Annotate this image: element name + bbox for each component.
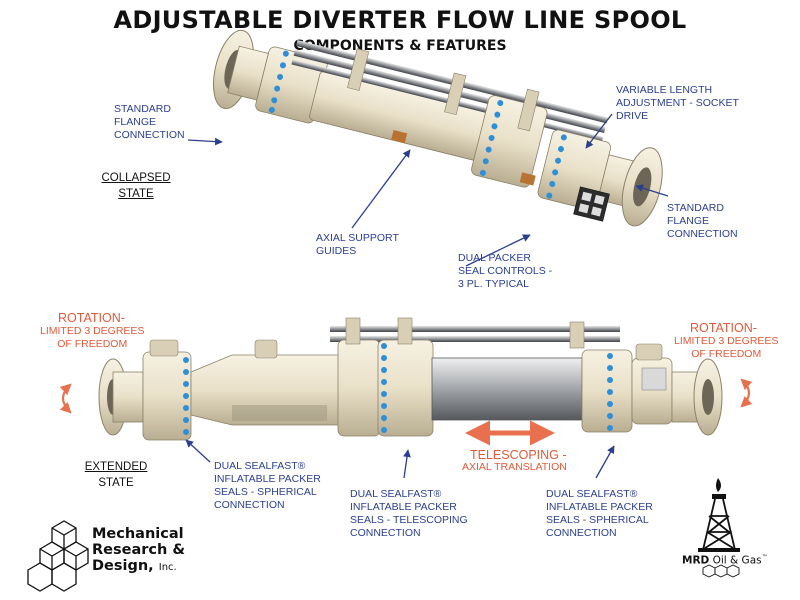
oil-gas-tm: ™ — [761, 554, 768, 561]
oil-gas-prefix: MRD — [682, 554, 710, 567]
collapsed-state-label: COLLAPSED STATE — [96, 170, 176, 202]
label-variable-length: VARIABLE LENGTH ADJUSTMENT - SOCKET DRIV… — [616, 84, 739, 122]
label-standard-flange-right: STANDARD FLANGE CONNECTION — [667, 202, 738, 240]
label-standard-flange-left: STANDARD FLANGE CONNECTION — [114, 103, 185, 141]
extended-spool — [98, 317, 723, 441]
label-rotation-right-title: ROTATION- — [690, 321, 757, 335]
collapsed-spool — [213, 29, 663, 227]
label-sealfast-left: DUAL SEALFAST® INFLATABLE PACKER SEALS -… — [214, 460, 321, 511]
oil-gas-name: MRD Oil & Gas™ — [682, 554, 768, 567]
mrd-name-line3: Design, — [92, 558, 154, 574]
mrd-cube-logo — [27, 520, 89, 592]
label-dual-packer: DUAL PACKER SEAL CONTROLS - 3 PL. TYPICA… — [458, 252, 553, 290]
extended-state-line1: EXTENDED — [84, 461, 148, 473]
rotation-right-arrow — [740, 378, 753, 408]
mrd-name-suffix: Inc. — [158, 562, 177, 573]
oil-derrick-logo — [698, 478, 740, 578]
extended-state-line2: STATE — [98, 477, 134, 489]
label-telescoping-sub: AXIAL TRANSLATION — [462, 461, 567, 473]
label-sealfast-right: DUAL SEALFAST® INFLATABLE PACKER SEALS -… — [546, 488, 653, 539]
label-rotation-right-sub: LIMITED 3 DEGREES OF FREEDOM — [674, 335, 779, 360]
leader-arrows — [185, 113, 669, 479]
mrd-name-line2: Research & — [92, 542, 186, 558]
collapsed-state-line1: COLLAPSED — [101, 172, 171, 184]
label-axial-support: AXIAL SUPPORT GUIDES — [316, 232, 399, 257]
label-rotation-left-title: ROTATION- — [58, 311, 125, 325]
mrd-name-line1: Mechanical — [92, 526, 184, 542]
mrd-company-name: Mechanical Research & Design, Inc. — [92, 526, 185, 576]
page-title: ADJUSTABLE DIVERTER FLOW LINE SPOOL — [113, 6, 687, 34]
oil-gas-label: Oil & Gas — [712, 554, 762, 567]
label-sealfast-mid: DUAL SEALFAST® INFLATABLE PACKER SEALS -… — [350, 488, 468, 539]
page-subtitle: COMPONENTS & FEATURES — [293, 38, 507, 54]
label-telescoping-title: TELESCOPING - — [470, 448, 567, 462]
label-rotation-left-sub: LIMITED 3 DEGREES OF FREEDOM — [40, 325, 145, 350]
rotation-left-arrow — [59, 383, 72, 414]
collapsed-state-line2: STATE — [118, 188, 154, 200]
extended-state-label: EXTENDED STATE — [76, 459, 156, 491]
